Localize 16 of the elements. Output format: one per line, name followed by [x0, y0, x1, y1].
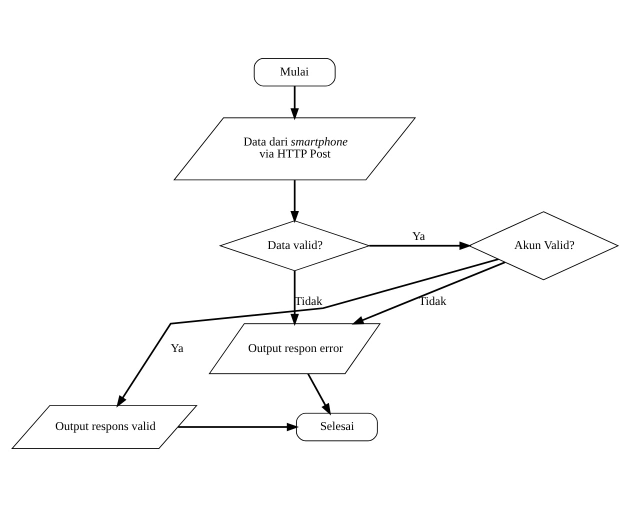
arrow — [290, 86, 299, 120]
edge-label: Ya — [412, 228, 426, 242]
edge-label: Tidak — [418, 293, 446, 308]
node-diamond: Data valid? — [218, 220, 371, 271]
node-box: Mulai — [254, 58, 336, 86]
edge-label: Ya — [170, 340, 184, 354]
arrow — [352, 261, 506, 324]
edge-label: Tidak — [294, 293, 322, 308]
arrow — [290, 180, 299, 223]
arrow — [307, 372, 332, 415]
arrow — [369, 241, 472, 250]
arrow — [178, 422, 299, 431]
arrow — [116, 258, 499, 408]
arrow — [290, 270, 299, 326]
node-box: Selesai — [296, 412, 378, 441]
node-diamond: Akun Valid? — [468, 210, 620, 280]
